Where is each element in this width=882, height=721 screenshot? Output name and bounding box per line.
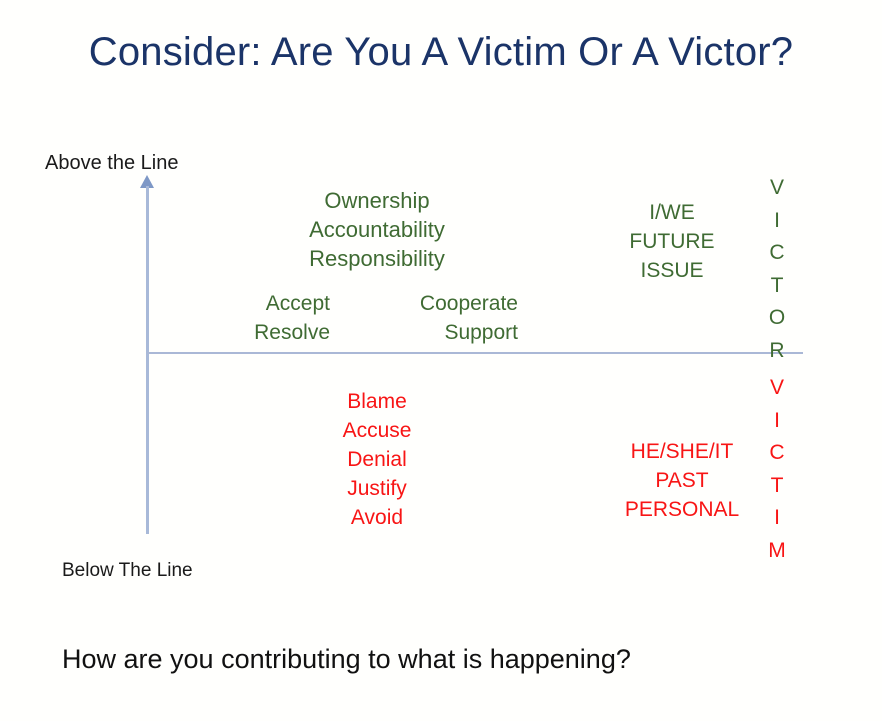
behavior-item: Blame <box>347 390 407 413</box>
acrostic-letter: I <box>774 208 780 232</box>
focus-item: ISSUE <box>640 259 704 282</box>
above-core-values-group: Ownership Accountability Responsibility <box>238 186 516 273</box>
acrostic-letter: C <box>769 441 785 464</box>
action-item: Support <box>444 321 518 344</box>
focus-item: HE/SHE/IT <box>630 440 734 463</box>
horizontal-divider-line <box>147 352 803 354</box>
acrostic-letter: M <box>768 538 786 562</box>
focus-item: I/WE <box>649 201 695 224</box>
core-value-item: Ownership <box>324 188 430 213</box>
core-value-item: Responsibility <box>309 246 445 271</box>
action-item: Accept <box>265 292 330 315</box>
focus-item: PERSONAL <box>624 498 740 521</box>
focus-item: FUTURE <box>629 230 715 253</box>
above-actions-right-group: Cooperate Support <box>368 289 518 347</box>
acrostic-letter: I <box>774 506 780 529</box>
acrostic-letter: O <box>768 306 786 329</box>
core-value-item: Accountability <box>309 217 445 242</box>
acrostic-letter: V <box>769 176 784 199</box>
acrostic-letter: C <box>769 241 785 264</box>
behavior-item: Justify <box>347 477 407 500</box>
behavior-item: Denial <box>347 448 407 471</box>
up-arrow-icon <box>140 175 154 188</box>
acrostic-letter: T <box>770 473 784 497</box>
acrostic-letter: R <box>769 338 785 362</box>
acrostic-letter: I <box>774 408 780 432</box>
acrostic-letter: V <box>769 376 784 399</box>
action-item: Cooperate <box>419 292 518 315</box>
below-behaviors-group: Blame Accuse Denial Justify Avoid <box>307 387 447 532</box>
below-focus-group: HE/SHE/IT PAST PERSONAL <box>600 437 764 524</box>
focus-item: PAST <box>655 469 709 492</box>
above-focus-group: I/WE FUTURE ISSUE <box>602 198 742 285</box>
footer-question: How are you contributing to what is happ… <box>62 644 631 674</box>
vertical-axis-line <box>146 186 149 534</box>
action-item: Resolve <box>254 321 330 344</box>
below-the-line-label: Below The Line <box>62 560 193 581</box>
behavior-item: Avoid <box>350 506 404 529</box>
above-actions-left-group: Accept Resolve <box>180 289 330 347</box>
victim-acrostic: V I C T I M <box>759 372 795 567</box>
behavior-item: Accuse <box>342 419 412 442</box>
page-title: Consider: Are You A Victim Or A Victor? <box>88 30 794 74</box>
above-the-line-label: Above the Line <box>45 152 179 174</box>
victor-acrostic: V I C T O R <box>759 172 795 367</box>
acrostic-letter: T <box>770 273 784 297</box>
